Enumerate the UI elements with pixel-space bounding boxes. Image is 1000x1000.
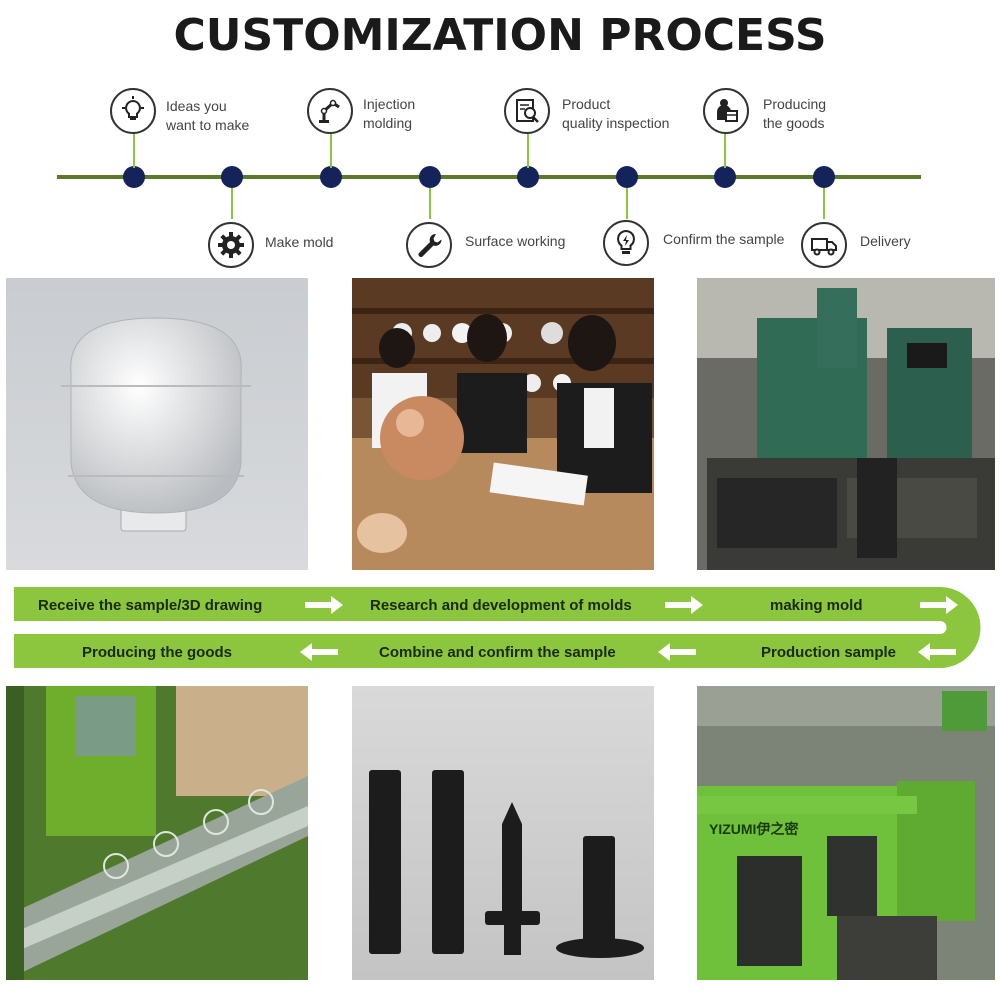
injection-machine-photo: YIZUMI伊之密 (697, 686, 995, 980)
step-label-line: quality inspection (562, 115, 670, 131)
timeline-line (57, 175, 921, 179)
boxes-worker-icon (703, 88, 749, 134)
robot-arm-icon (307, 88, 353, 134)
flow-bar-bottom (14, 634, 944, 668)
step-label-line: Ideas you (166, 98, 227, 114)
step-label-line: molding (363, 115, 413, 131)
lightbulb-icon (110, 88, 156, 134)
arrow-left-icon (300, 643, 338, 661)
gear-icon (208, 222, 254, 268)
machine-brand-label: YIZUMI伊之密 (709, 821, 798, 837)
timeline-dot (616, 166, 638, 188)
bulb-hand-icon (603, 220, 649, 266)
flow-step: Research and development of molds (370, 597, 632, 614)
step-label-line: Injection (363, 96, 416, 112)
step-label: Make mold (265, 234, 334, 250)
timeline-dot (517, 166, 539, 188)
step-label-line: the goods (763, 115, 825, 131)
timeline-dot (813, 166, 835, 188)
timeline-dot (221, 166, 243, 188)
step-label: Surface working (465, 233, 566, 249)
meeting-photo (352, 278, 654, 570)
flow-bar-top (14, 587, 944, 621)
step-label-line: Producing (763, 96, 827, 112)
arrow-right-icon (920, 596, 958, 614)
flow-step: Producing the goods (82, 644, 232, 661)
truck-icon (801, 222, 847, 268)
conveyor-photo (6, 686, 308, 980)
timeline-dot (123, 166, 145, 188)
flow-step: Receive the sample/3D drawing (38, 597, 263, 614)
black-mold-parts-photo (352, 686, 654, 980)
page-title: CUSTOMIZATION PROCESS (173, 10, 827, 61)
flow-step: making mold (770, 597, 863, 614)
step-label: Delivery (860, 233, 911, 249)
timeline-dot (714, 166, 736, 188)
arrow-right-icon (305, 596, 343, 614)
3d-lamp-shade-render (6, 278, 308, 570)
step-label: Confirm the sample (663, 231, 785, 247)
flow-step: Combine and confirm the sample (379, 644, 616, 661)
mold-machine-photo (697, 278, 995, 570)
arrow-left-icon (658, 643, 696, 661)
flow-step: Production sample (761, 644, 897, 661)
step-label-line: want to make (166, 117, 250, 133)
inspection-icon (504, 88, 550, 134)
timeline-dot (320, 166, 342, 188)
timeline-dot (419, 166, 441, 188)
arrow-right-icon (665, 596, 703, 614)
wrench-icon (406, 222, 452, 268)
step-label-line: Product (562, 96, 611, 112)
arrow-left-icon (918, 643, 956, 661)
